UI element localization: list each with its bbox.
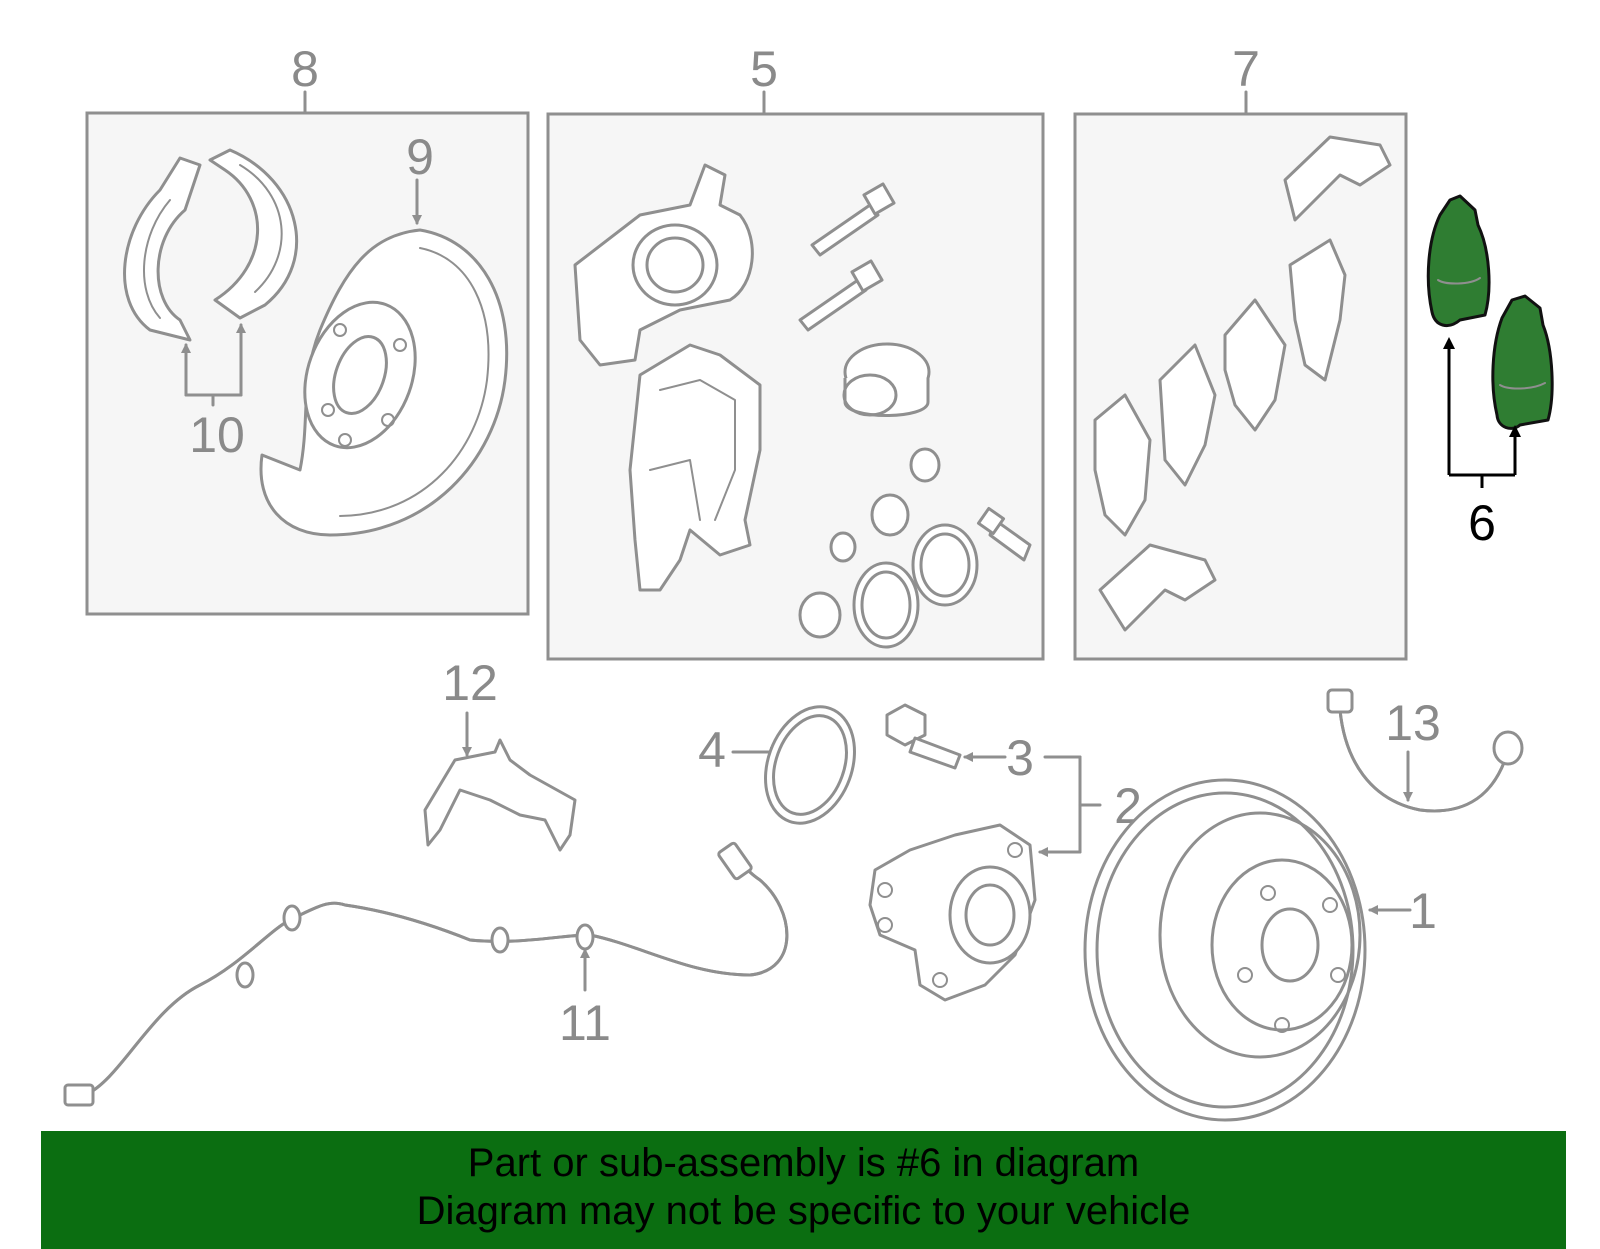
shim-2 — [1223, 298, 1287, 432]
brake-pad-inner — [1426, 194, 1491, 328]
shim-4 — [1093, 393, 1152, 537]
group-8-parking-brake: 8 10 9 — [85, 41, 530, 616]
part-4-seal-ring: 4 — [698, 705, 856, 825]
callout-7[interactable]: 7 — [1232, 41, 1260, 97]
callout-12[interactable]: 12 — [442, 655, 498, 711]
shim-1 — [1288, 238, 1347, 382]
callout-6[interactable]: 6 — [1468, 495, 1496, 551]
info-banner: Part or sub-assembly is #6 in diagram Di… — [41, 1131, 1566, 1249]
callout-11[interactable]: 11 — [559, 995, 611, 1051]
callout-8[interactable]: 8 — [291, 41, 319, 97]
shim-3 — [1158, 343, 1217, 487]
sensor-bracket — [423, 738, 577, 852]
brake-pad-outer — [1491, 294, 1554, 430]
callout-5[interactable]: 5 — [750, 41, 778, 97]
callout-9[interactable]: 9 — [406, 129, 434, 185]
hub-bolt — [908, 736, 962, 770]
callout-3[interactable]: 3 — [1006, 730, 1034, 786]
anti-rattle-clip-upper — [1283, 135, 1392, 222]
piston-seal-1 — [852, 561, 920, 649]
boot-small-1 — [909, 447, 941, 483]
part-12-bracket: 12 — [423, 655, 577, 852]
part-2-hub-assembly — [868, 823, 1037, 1002]
piston-seal-2 — [911, 523, 979, 607]
anti-rattle-clip-lower — [1098, 543, 1217, 632]
boot-small-4 — [798, 591, 842, 639]
guide-pin-upper — [810, 203, 880, 257]
callout-13[interactable]: 13 — [1385, 695, 1441, 751]
callout-4[interactable]: 4 — [698, 722, 726, 778]
part-3-hub-bolt: 3 2 — [885, 703, 1142, 857]
part-13-brake-hose: 13 — [1326, 688, 1524, 813]
boot-small-2 — [870, 493, 910, 537]
sensor-connector — [63, 1083, 95, 1107]
brake-shoe-left — [123, 156, 202, 342]
boot-small-3 — [829, 531, 857, 563]
part-6-brake-pads[interactable]: 6 — [1426, 194, 1554, 551]
callout-10[interactable]: 10 — [189, 407, 245, 463]
part-11-abs-sensor-harness: 11 — [63, 841, 789, 1107]
caliper-bracket — [628, 343, 762, 592]
banner-line-1: Part or sub-assembly is #6 in diagram — [467, 1141, 1140, 1185]
wheel-speed-sensor — [717, 841, 753, 881]
banner-line-2: Diagram may not be specific to your vehi… — [416, 1189, 1191, 1233]
part-1-rotor: 1 — [1083, 778, 1437, 1122]
group-5-caliper-assembly: 5 — [546, 41, 1045, 661]
callout-1[interactable]: 1 — [1409, 883, 1437, 939]
group-7-hardware-kit: 7 — [1073, 41, 1408, 661]
brake-shoe-right — [208, 148, 299, 320]
